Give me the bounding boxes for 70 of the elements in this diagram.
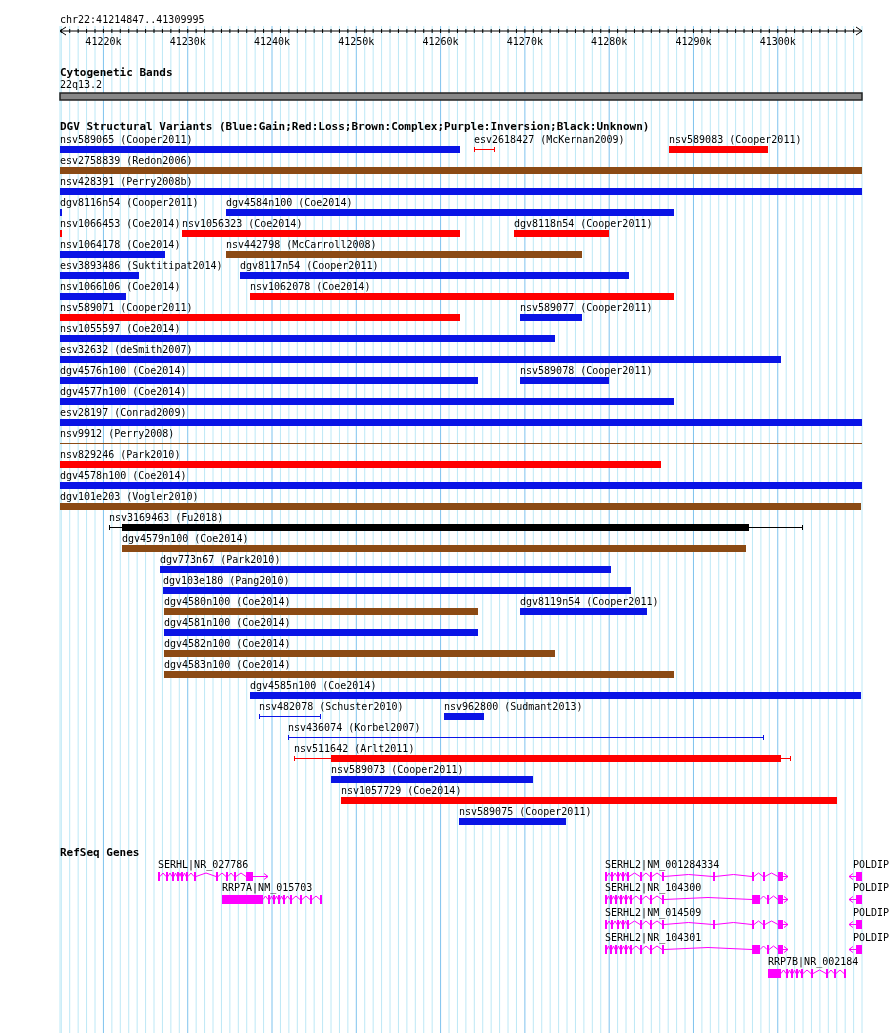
gene-label: RRP7B|NR_002184 (768, 957, 859, 967)
variant-label: nsv428391 (Perry2008b) (60, 177, 194, 187)
variant-label: dgv4578n100 (Coe2014) (60, 471, 188, 481)
gene-label: POLDIP (852, 908, 890, 918)
variant-label: dgv4576n100 (Coe2014) (60, 366, 188, 376)
variant-label: esv32632 (deSmith2007) (60, 345, 194, 355)
variant-label: nsv589075 (Cooper2011) (459, 807, 592, 817)
gene-label: SERHL2|NM_001284334 (605, 860, 721, 870)
gene-label: SERHL|NR_027786 (158, 860, 250, 870)
track-title: RefSeq Genes (60, 847, 140, 858)
variant-label: nsv589078 (Cooper2011) (520, 366, 653, 376)
variant-label: dgv8119n54 (Cooper2011) (520, 597, 659, 607)
variant-label: dgv101e203 (Vogler2010) (60, 492, 200, 502)
tick-label: 41230k (169, 36, 206, 47)
band-label: 22q13.2 (60, 80, 103, 90)
variant-label: nsv1057729 (Coe2014) (341, 786, 463, 796)
variant-label: nsv482078 (Schuster2010) (259, 702, 404, 712)
variant-label: nsv442798 (McCarroll2008) (226, 240, 378, 250)
region-coordinates: chr22:41214847..41309995 (60, 14, 205, 25)
variant-label: nsv1055597 (Coe2014) (60, 324, 182, 334)
variant-label: dgv4580n100 (Coe2014) (164, 597, 292, 607)
gene-label: SERHL2|NM_014509 (605, 908, 703, 918)
variant-label: dgv4579n100 (Coe2014) (122, 534, 250, 544)
variant-label: dgv103e180 (Pang2010) (163, 576, 291, 586)
gene-label: RRP7A|NM_015703 (222, 883, 314, 893)
variant-label: nsv1062078 (Coe2014) (250, 282, 372, 292)
variant-label: nsv436074 (Korbel2007) (288, 723, 422, 733)
gene-label: POLDIP (852, 883, 890, 893)
variant-label: dgv4577n100 (Coe2014) (60, 387, 188, 397)
variant-label: nsv1066453 (Coe2014) (60, 219, 181, 229)
tick-label: 41240k (253, 36, 291, 47)
variant-label: dgv8118n54 (Cooper2011) (514, 219, 653, 229)
gene-label: POLDIP (852, 933, 890, 943)
variant-label: nsv1056323 (Coe2014) (182, 219, 304, 229)
variant-label: nsv3169463 (Fu2018) (109, 513, 225, 523)
tick-label: 41260k (422, 36, 459, 47)
variant-label: dgv4585n100 (Coe2014) (250, 681, 378, 691)
variant-label: esv28197 (Conrad2009) (60, 408, 188, 418)
tick-label: 41250k (338, 36, 375, 47)
tick-label: 41300k (759, 36, 796, 47)
variant-label: dgv4583n100 (Coe2014) (164, 660, 292, 670)
track-title: DGV Structural Variants (Blue:Gain;Red:Loss;Brown:Complex;Purple:Inversion;Black:Unknown) (60, 121, 650, 132)
variant-label: dgv4582n100 (Coe2014) (164, 639, 292, 649)
variant-label: nsv589065 (Cooper2011) (60, 135, 194, 145)
variant-label: nsv962800 (Sudmant2013) (444, 702, 583, 712)
variant-label: dgv4581n100 (Coe2014) (164, 618, 292, 628)
variant-label: esv3893486 (Suktitipat2014) (60, 261, 223, 271)
variant-label: nsv589083 (Cooper2011) (669, 135, 802, 145)
variant-label: dgv8116n54 (Cooper2011) (60, 198, 199, 208)
variant-label: nsv589071 (Cooper2011) (60, 303, 194, 313)
gene-label: POLDIP (852, 860, 890, 870)
variant-label: nsv589077 (Cooper2011) (520, 303, 653, 313)
variant-label: nsv9912 (Perry2008) (60, 429, 176, 439)
variant-label: nsv829246 (Park2010) (60, 450, 182, 460)
tick-label: 41280k (591, 36, 628, 47)
variant-label: esv2618427 (McKernan2009) (474, 135, 625, 145)
tick-label: 41220k (85, 36, 122, 47)
variant-label: nsv1064178 (Coe2014) (60, 240, 181, 250)
tick-label: 41270k (506, 36, 543, 47)
variant-label: dgv4584n100 (Coe2014) (226, 198, 354, 208)
variant-label: dgv773n67 (Park2010) (160, 555, 282, 565)
variant-label: esv2758839 (Redon2006) (60, 156, 194, 166)
gene-label: SERHL2|NR_104300 (605, 883, 703, 893)
variant-label: nsv511642 (Arlt2011) (294, 744, 416, 754)
variant-label: nsv1066106 (Coe2014) (60, 282, 181, 292)
variant-label: nsv589073 (Cooper2011) (331, 765, 465, 775)
gene-label: SERHL2|NR_104301 (605, 933, 703, 943)
tick-label: 41290k (675, 36, 712, 47)
variant-label: dgv8117n54 (Cooper2011) (240, 261, 380, 271)
track-title: Cytogenetic Bands (60, 67, 173, 78)
